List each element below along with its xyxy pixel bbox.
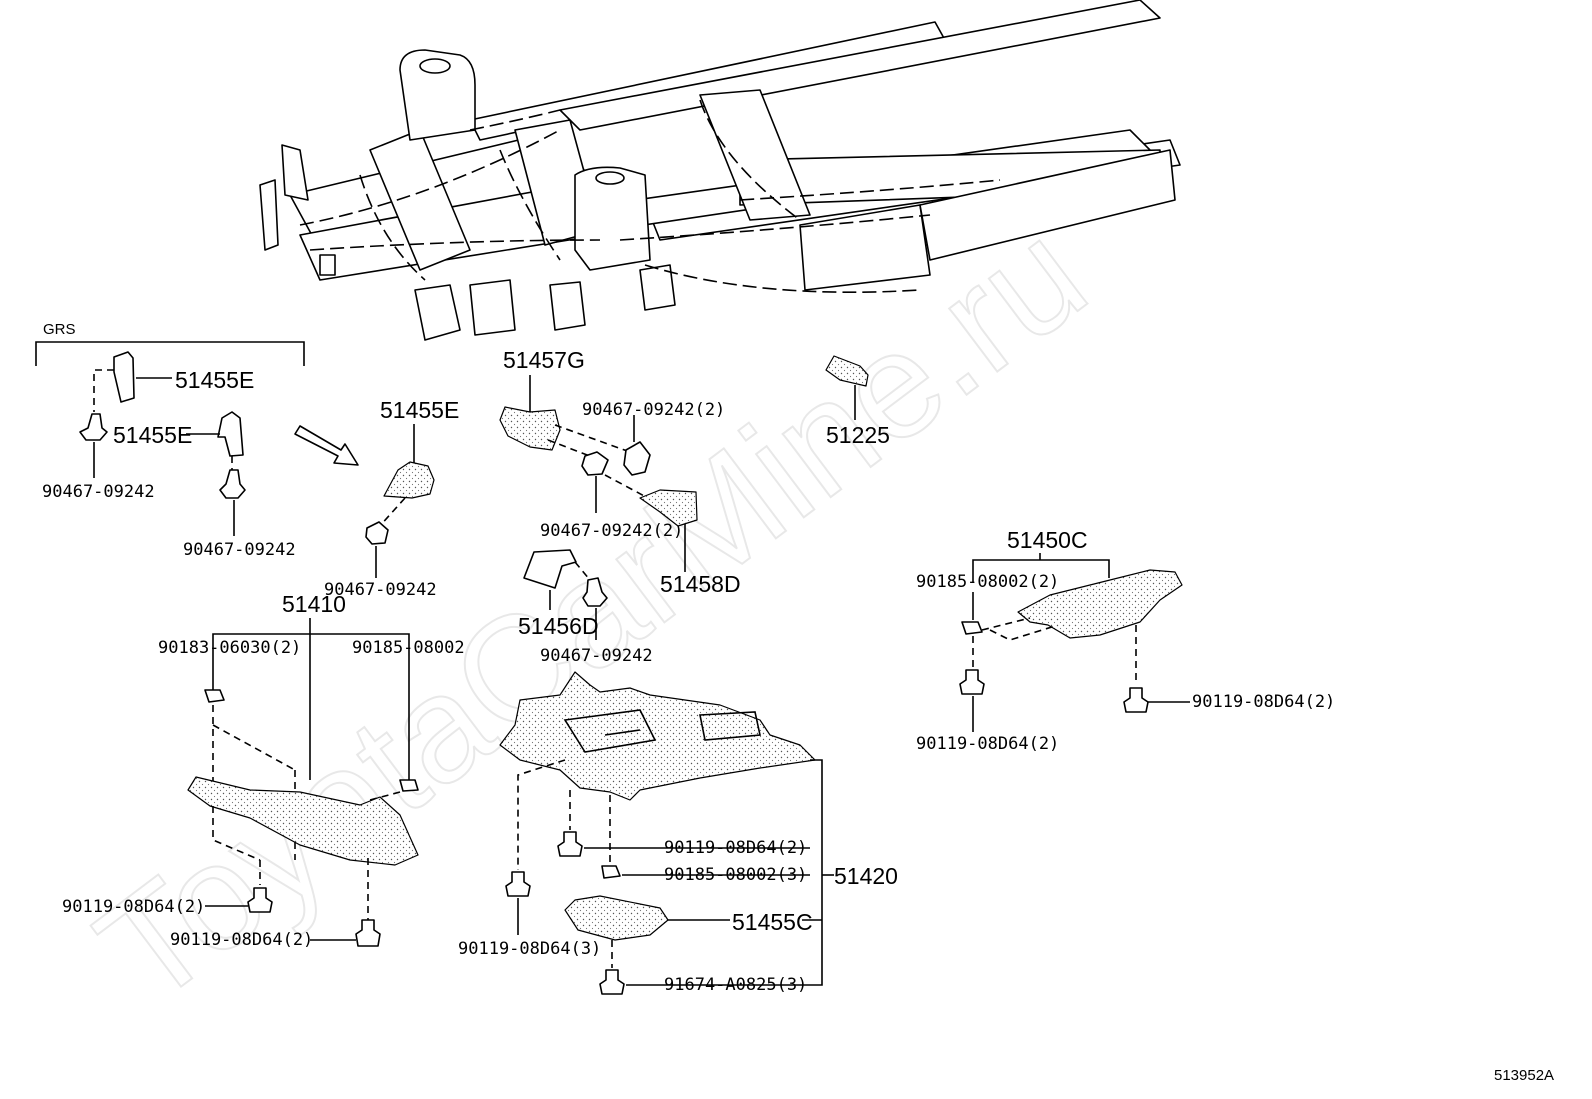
label-51410: 51410	[282, 591, 346, 617]
part-group-51457g: 51457G 90467-09242(2) 90467-09242(2) 514…	[499, 347, 741, 666]
part-51455e-top	[113, 351, 135, 403]
label-clip-f: 90467-09242	[540, 646, 653, 666]
label-bolt-e: 91674-A0825(3)	[664, 975, 807, 995]
label-51457g: 51457G	[503, 347, 585, 373]
label-bolt-d: 90119-08D64(3)	[458, 939, 601, 959]
label-51455e-mid: 51455E	[113, 422, 192, 448]
bolt-90119-08d64-a	[247, 887, 273, 913]
part-51455c	[564, 895, 669, 941]
label-bolt-f: 90119-08D64(2)	[916, 734, 1059, 754]
bolt-90119-08d64-b	[355, 919, 381, 947]
part-group-51455e: 51455E 90467-09242	[324, 397, 459, 600]
label-bolt-b: 90119-08D64(2)	[170, 930, 313, 950]
label-bolt-a: 90119-08D64(2)	[62, 897, 205, 917]
clip-90467-09242-f	[582, 577, 608, 607]
label-51420: 51420	[834, 863, 898, 889]
part-group-51410: 51410 90183-06030(2) 90185-08002 90119-0…	[62, 591, 465, 950]
part-group-51420: 51420 90119-08D64(2) 90185-08002(3) 9011…	[458, 671, 898, 995]
part-51410	[187, 776, 419, 866]
label-nut-d: 90185-08002(2)	[916, 572, 1059, 592]
grs-label: GRS	[43, 321, 76, 338]
bolt-90119-08d64-f	[959, 669, 985, 695]
clip-90467-09242-c	[365, 521, 389, 545]
label-nut-b: 90185-08002	[352, 638, 465, 658]
clip-90467-09242-b	[219, 469, 246, 499]
clip-90467-09242-a	[79, 413, 108, 441]
label-51450c: 51450C	[1007, 527, 1088, 553]
clip-90467-09242-d	[623, 441, 651, 476]
label-51456d: 51456D	[518, 613, 599, 639]
nut-90185-08002-b	[601, 865, 621, 879]
label-clip-c: 90467-09242	[324, 580, 437, 600]
part-51225	[825, 355, 869, 387]
label-bolt-c: 90119-08D64(2)	[664, 838, 807, 858]
part-51450c	[1017, 569, 1183, 639]
bolt-90119-08d64-c	[557, 831, 583, 857]
part-51455e-main	[383, 461, 435, 499]
label-51458d: 51458D	[660, 571, 741, 597]
label-clip-a: 90467-09242	[42, 482, 155, 502]
part-group-51225: 51225	[825, 355, 890, 448]
label-clip-d: 90467-09242(2)	[582, 400, 725, 420]
part-51455e-mid	[217, 411, 244, 457]
part-51458d	[639, 489, 698, 527]
label-51455e-top: 51455E	[175, 367, 254, 393]
nut-90185-08002-a	[399, 779, 419, 792]
label-51225: 51225	[826, 422, 890, 448]
nut-90185-08002-c	[961, 621, 983, 635]
grs-group: GRS 51455E 90467-09242 51455E 90467-0924…	[35, 321, 359, 560]
nut-90183-06030	[204, 689, 225, 703]
bolt-91674-a0825	[599, 969, 625, 995]
bolt-90119-08d64-d	[505, 871, 531, 897]
arrow-icon	[294, 425, 359, 466]
part-51420	[499, 671, 816, 801]
bolt-90119-08d64-g	[1123, 687, 1149, 713]
label-51455c: 51455C	[732, 909, 813, 935]
vehicle-frame-illustration	[259, 0, 1181, 341]
label-nut-c: 90185-08002(3)	[664, 865, 807, 885]
label-bolt-g: 90119-08D64(2)	[1192, 692, 1335, 712]
part-group-51450c: 51450C 90185-08002(2) 90119-08D64(2) 901…	[916, 527, 1335, 754]
diagram-code: 513952A	[1494, 1067, 1554, 1084]
grs-bracket	[35, 341, 305, 366]
clip-90467-09242-e	[581, 451, 609, 476]
label-51455e-main: 51455E	[380, 397, 459, 423]
part-51457g	[499, 406, 561, 451]
label-clip-b: 90467-09242	[183, 540, 296, 560]
label-nut-a: 90183-06030(2)	[158, 638, 301, 658]
label-clip-e: 90467-09242(2)	[540, 521, 683, 541]
